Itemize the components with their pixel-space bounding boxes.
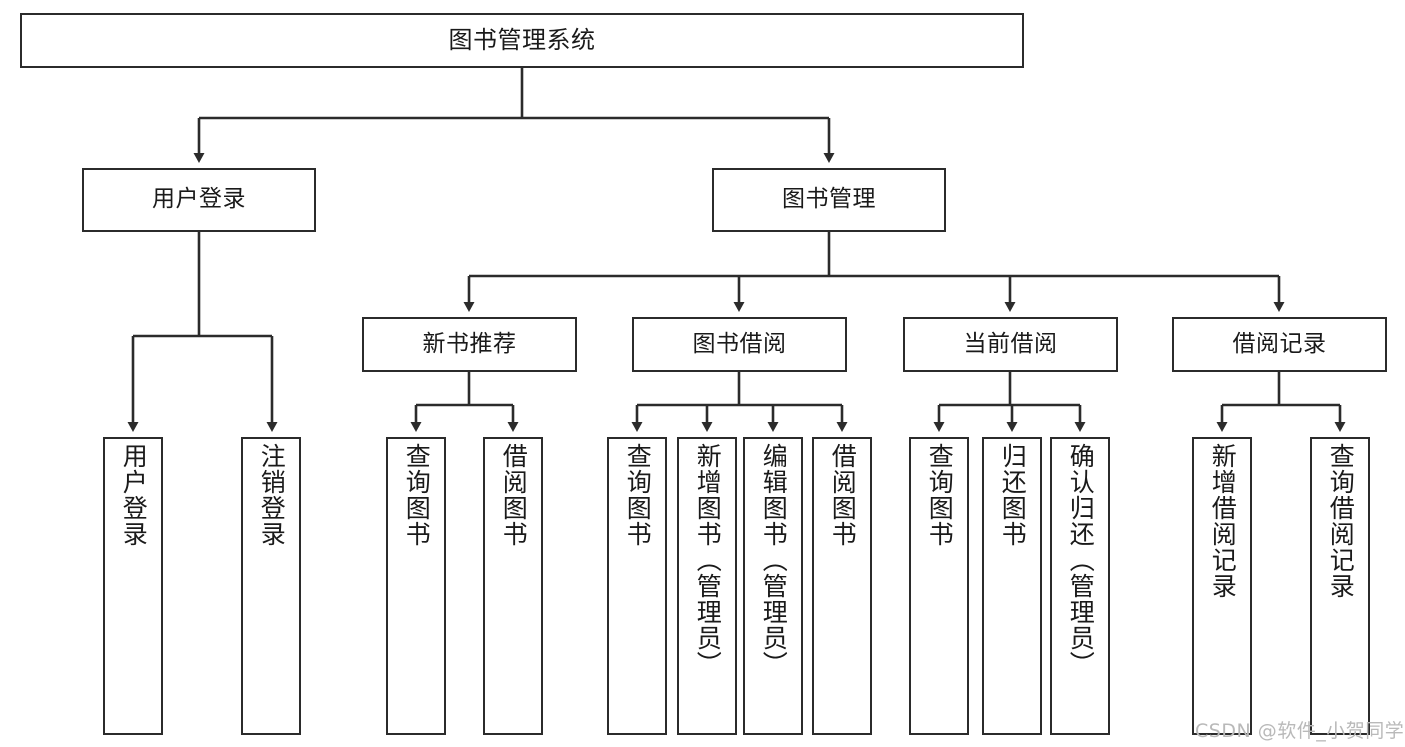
leaf-edit-book[interactable]: 编辑图书（管理员） xyxy=(743,437,803,735)
node-label: 查询图书 xyxy=(402,443,432,547)
node-user-login[interactable]: 用户登录 xyxy=(82,168,316,232)
node-label: 新增借阅记录 xyxy=(1208,443,1238,599)
node-label: 借阅图书 xyxy=(499,443,529,547)
user-login-connectors xyxy=(127,232,278,432)
node-book-borrow[interactable]: 图书借阅 xyxy=(632,317,847,372)
node-label: 归还图书 xyxy=(998,443,1028,547)
node-label: 图书借阅 xyxy=(692,330,787,357)
leaf-query-book-3[interactable]: 查询图书 xyxy=(909,437,969,735)
leaf-confirm-return[interactable]: 确认归还（管理员） xyxy=(1050,437,1110,735)
node-new-book-recommend[interactable]: 新书推荐 xyxy=(362,317,577,372)
node-label: 查询图书 xyxy=(623,443,653,547)
book-manage-connectors xyxy=(463,232,1285,312)
leaf-return-book[interactable]: 归还图书 xyxy=(982,437,1042,735)
leaf-query-book-1[interactable]: 查询图书 xyxy=(386,437,446,735)
node-root-system[interactable]: 图书管理系统 xyxy=(20,13,1024,68)
node-label: 查询借阅记录 xyxy=(1326,443,1356,599)
book-borrow-connectors xyxy=(631,372,848,432)
watermark-text: CSDN @软件_小贺同学 xyxy=(1195,720,1405,742)
node-label: 查询图书 xyxy=(925,443,955,547)
node-label: 新书推荐 xyxy=(422,330,517,357)
leaf-borrow-book-2[interactable]: 借阅图书 xyxy=(812,437,872,735)
node-label: 借阅图书 xyxy=(828,443,858,547)
leaf-add-book[interactable]: 新增图书（管理员） xyxy=(677,437,737,735)
leaf-borrow-book-1[interactable]: 借阅图书 xyxy=(483,437,543,735)
node-label: 当前借阅 xyxy=(963,330,1058,357)
leaf-user-login[interactable]: 用户登录 xyxy=(103,437,163,735)
node-current-borrow[interactable]: 当前借阅 xyxy=(903,317,1118,372)
node-label: 借阅记录 xyxy=(1232,330,1327,357)
node-label: 确认归还（管理员） xyxy=(1066,443,1096,677)
node-book-manage[interactable]: 图书管理 xyxy=(712,168,946,232)
leaf-query-book-2[interactable]: 查询图书 xyxy=(607,437,667,735)
new-book-recommend-connectors xyxy=(410,372,519,432)
borrow-record-connectors xyxy=(1216,372,1346,432)
leaf-logout[interactable]: 注销登录 xyxy=(241,437,301,735)
node-label: 用户登录 xyxy=(152,186,246,213)
node-label: 注销登录 xyxy=(257,443,287,547)
node-label: 新增图书（管理员） xyxy=(693,443,723,677)
leaf-query-record[interactable]: 查询借阅记录 xyxy=(1310,437,1370,735)
node-label: 图书管理 xyxy=(782,186,876,213)
current-borrow-connectors xyxy=(933,372,1086,432)
leaf-add-record[interactable]: 新增借阅记录 xyxy=(1192,437,1252,735)
node-borrow-record[interactable]: 借阅记录 xyxy=(1172,317,1387,372)
node-label: 图书管理系统 xyxy=(448,26,596,55)
node-label: 编辑图书（管理员） xyxy=(759,443,789,677)
node-label: 用户登录 xyxy=(119,443,149,547)
root-connectors xyxy=(193,68,835,163)
